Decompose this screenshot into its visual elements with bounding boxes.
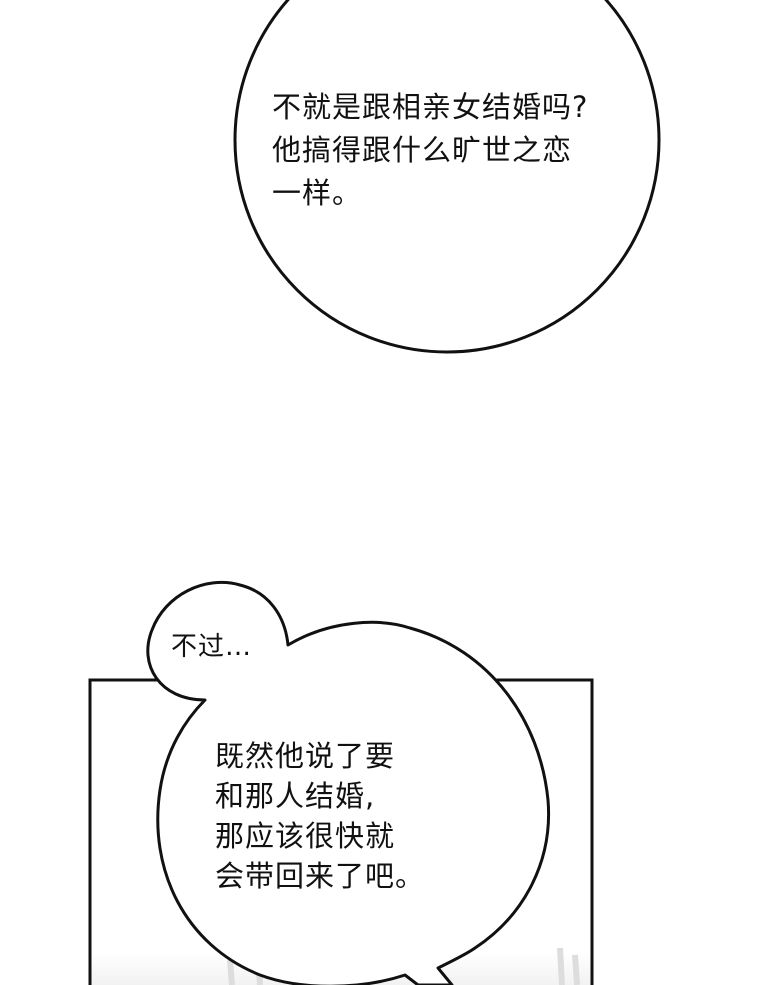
top-bubble-text: 不就是跟相亲女结婚吗? 他搞得跟什么旷世之恋 一样。 xyxy=(272,86,588,215)
bottom-bubble-line-3: 那应该很快就 xyxy=(215,819,396,853)
bottom-bubble-line-1: 既然他说了要 xyxy=(215,739,396,773)
small-bubble-text: 不过… xyxy=(171,627,252,667)
top-bubble-line-1: 不就是跟相亲女结婚吗? xyxy=(272,90,589,124)
small-bubble-line-1: 不过… xyxy=(171,632,253,662)
top-bubble-line-2: 他搞得跟什么旷世之恋 xyxy=(272,133,573,167)
top-bubble-line-3: 一样。 xyxy=(272,176,363,210)
bottom-speech-bubble xyxy=(146,580,551,985)
bottom-bubble-text: 既然他说了要 和那人结婚, 那应该很快就 会带回来了吧。 xyxy=(215,736,425,896)
top-speech-bubble xyxy=(233,0,661,354)
bottom-bubble-line-2: 和那人结婚, xyxy=(215,779,376,813)
bottom-bubble-line-4: 会带回来了吧。 xyxy=(215,859,426,893)
